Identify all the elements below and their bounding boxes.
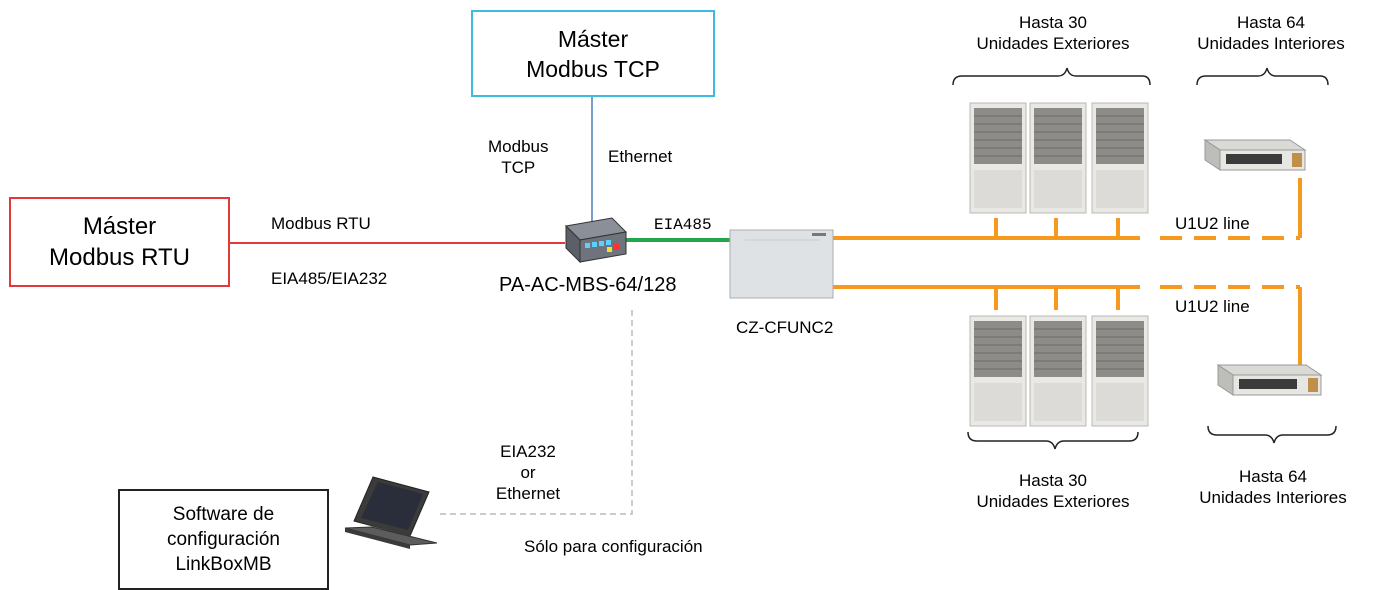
indoor-bottom-caption: Hasta 64 Unidades Interiores bbox=[1178, 466, 1368, 508]
master-rtu-line1: Máster bbox=[82, 213, 157, 240]
master-modbus-tcp-box: Máster Modbus TCP bbox=[471, 10, 715, 97]
config-link-line3: Ethernet bbox=[495, 484, 561, 503]
config-link-label: EIA232 or Ethernet bbox=[492, 441, 564, 504]
indoor-bottom-line1: Hasta 64 bbox=[1238, 467, 1308, 486]
brace-indoor-top bbox=[1196, 67, 1329, 86]
laptop-icon bbox=[344, 476, 438, 549]
u1u2-bottom-label: U1U2 line bbox=[1175, 297, 1250, 316]
modbus-rtu-label: Modbus RTU bbox=[271, 214, 371, 233]
modbus-tcp-label-line2: TCP bbox=[501, 158, 536, 177]
cfunc2-icon bbox=[729, 229, 834, 299]
eia485-eia232-label: EIA485/EIA232 bbox=[271, 269, 388, 288]
config-link-line1: EIA232 bbox=[500, 442, 556, 461]
brace-outdoor-bottom bbox=[967, 431, 1139, 450]
cfunc2-label: CZ-CFUNC2 bbox=[736, 318, 834, 337]
brace-indoor-bottom bbox=[1207, 425, 1337, 444]
gateway-icon bbox=[564, 217, 628, 264]
u1u2-top-label: U1U2 line bbox=[1175, 214, 1250, 233]
outdoor-bottom-caption: Hasta 30 Unidades Exteriores bbox=[948, 470, 1158, 512]
indoor-bottom-line2: Unidades Interiores bbox=[1199, 488, 1347, 507]
config-only-label: Sólo para configuración bbox=[524, 537, 703, 556]
master-tcp-line2: Modbus TCP bbox=[526, 55, 660, 82]
gateway-label: PA-AC-MBS-64/128 bbox=[499, 274, 677, 296]
outdoor-top-line2: Unidades Exteriores bbox=[976, 34, 1130, 53]
brace-outdoor-top bbox=[952, 67, 1151, 86]
indoor-top-caption: Hasta 64 Unidades Interiores bbox=[1176, 12, 1366, 54]
outdoor-top-caption: Hasta 30 Unidades Exteriores bbox=[948, 12, 1158, 54]
indoor-unit-bottom bbox=[1216, 364, 1323, 396]
software-config-box: Software de configuración LinkBoxMB bbox=[118, 489, 329, 590]
outdoor-top-line1: Hasta 30 bbox=[1018, 13, 1088, 32]
outdoor-bottom-line1: Hasta 30 bbox=[1018, 471, 1088, 490]
master-modbus-rtu-box: Máster Modbus RTU bbox=[9, 197, 230, 287]
ethernet-label: Ethernet bbox=[608, 147, 673, 166]
software-line3: LinkBoxMB bbox=[175, 554, 272, 575]
u1u2-line-bottom bbox=[833, 285, 1302, 365]
indoor-top-line1: Hasta 64 bbox=[1236, 13, 1306, 32]
software-line2: configuración bbox=[166, 529, 281, 550]
config-link bbox=[436, 310, 633, 515]
outdoor-units-top bbox=[969, 102, 1149, 214]
eia485-label: EIA485 bbox=[654, 216, 712, 234]
modbus-tcp-label: Modbus TCP bbox=[488, 136, 548, 178]
config-link-line2: or bbox=[520, 463, 536, 482]
indoor-unit-top bbox=[1203, 139, 1307, 171]
outdoor-units-bottom bbox=[969, 315, 1149, 427]
u1u2-line-top bbox=[833, 178, 1302, 240]
outdoor-bottom-line2: Unidades Exteriores bbox=[976, 492, 1130, 511]
indoor-top-line2: Unidades Interiores bbox=[1197, 34, 1345, 53]
master-rtu-line2: Modbus RTU bbox=[49, 244, 190, 271]
modbus-tcp-label-line1: Modbus bbox=[488, 137, 549, 156]
software-line1: Software de bbox=[172, 504, 275, 525]
master-tcp-line1: Máster bbox=[557, 25, 629, 52]
